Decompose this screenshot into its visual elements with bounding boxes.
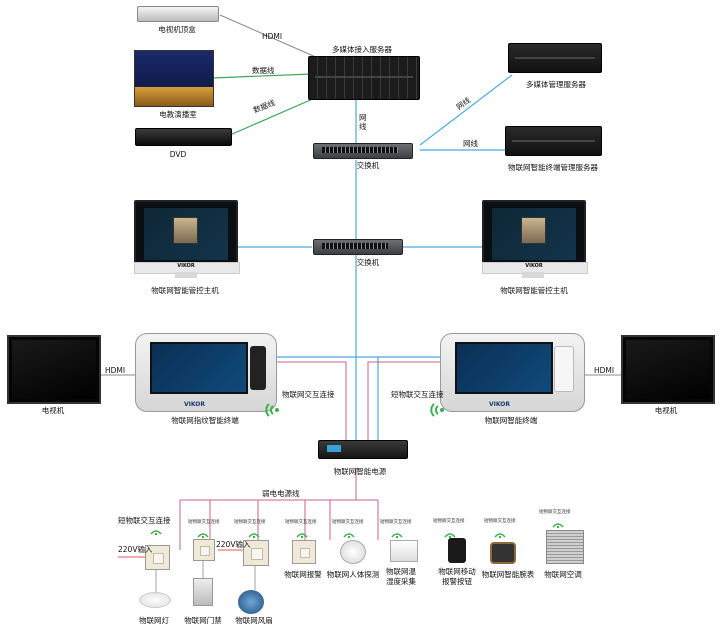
label-terminal-right: 物联网智能终端 [484, 416, 538, 425]
label-temp1: 物联网温 [386, 567, 416, 576]
vikor-right-host: VIKOR [525, 263, 543, 269]
label-host-right: 物联网智能管控主机 [500, 286, 568, 295]
wifi-icon [552, 523, 564, 529]
dvd-player [135, 128, 232, 146]
wifi-icon [444, 533, 456, 539]
door-lock-device [193, 578, 213, 606]
wifi-icon [248, 533, 260, 539]
vikor-right-terminal: VIKOR [489, 401, 510, 408]
tiny-link-8: 短物联交互连接 [539, 510, 571, 515]
iot-control-host-right [482, 200, 586, 268]
tv-right [621, 335, 715, 404]
label-iot-link-left: 物联网交互连接 [282, 390, 335, 399]
label-220v-a: 220V输入 [118, 545, 153, 554]
smart-switch-fan [243, 540, 269, 566]
edge-label-net-v1: 网 [359, 113, 367, 122]
monitor-stand-right [522, 272, 544, 278]
network-switch-1 [313, 143, 413, 159]
edge-net-mgmt [419, 74, 513, 146]
label-stb: 电视机顶盒 [158, 25, 196, 34]
tiny-link-7: 短物联交互连接 [484, 519, 516, 524]
tiny-link-1: 短物联交互连接 [188, 520, 220, 525]
tiny-link-2: 短物联交互连接 [234, 520, 266, 525]
label-switch2: 交换机 [356, 258, 380, 267]
label-temp2: 湿度采集 [386, 577, 416, 586]
iot-smart-power-supply [318, 440, 408, 459]
label-body: 物联网人体探测 [326, 570, 380, 579]
label-watch: 物联网智能腕表 [481, 570, 535, 579]
label-iot-mgmt: 物联网智能终端管理服务器 [508, 163, 598, 172]
monitor-stand-left [175, 272, 197, 278]
edge-label-net-v2: 线 [359, 122, 367, 131]
ceiling-lamp [139, 592, 171, 608]
edge-label-hdmi-left: HDMI [105, 366, 126, 375]
wifi-icon [296, 533, 308, 539]
label-220v-b: 220V输入 [216, 540, 251, 549]
label-weak-power: 弱电电源线 [262, 489, 300, 498]
label-studio: 电教演播室 [159, 110, 197, 119]
label-tv-left: 电视机 [41, 406, 65, 415]
tiny-link-6: 短物联交互连接 [433, 519, 465, 524]
iot-fingerprint-terminal: VIKOR [135, 333, 277, 412]
label-media-server: 多媒体接入服务器 [332, 45, 392, 54]
smart-watch [490, 542, 516, 564]
wifi-icon [150, 530, 162, 536]
tv-set-top-box [137, 6, 219, 22]
edge-data-dvd [229, 97, 316, 136]
edge-pwr-term-right [367, 361, 440, 440]
label-mobile1: 物联网移动 [438, 567, 476, 576]
iot-terminal-management-server [505, 126, 602, 156]
label-mobile2: 报警按钮 [442, 577, 472, 586]
tiny-link-4: 短物联交互连接 [332, 520, 364, 525]
body-sensor-device [340, 540, 366, 564]
media-management-server [508, 43, 602, 73]
edge-label-data1: 数据线 [252, 66, 275, 75]
wifi-icon [494, 533, 506, 539]
label-host-left: 物联网智能管控主机 [151, 286, 219, 295]
edge-hdmi-stb [219, 14, 319, 59]
tiny-link-5: 短物联交互连接 [380, 520, 412, 525]
label-switch1: 交换机 [356, 161, 380, 170]
edge-label-hdmi-top: HDMI [262, 32, 283, 41]
studio-image [134, 50, 214, 107]
label-tv-right: 电视机 [654, 406, 678, 415]
edge-data-studio [211, 73, 313, 79]
label-dvd: DVD [169, 150, 187, 159]
label-iot-link-right: 短物联交互连接 [391, 390, 444, 399]
wifi-icon [197, 533, 209, 539]
wifi-icon [430, 403, 444, 417]
wifi-icon [343, 533, 355, 539]
label-terminal-left: 物联网指纹智能终端 [171, 416, 239, 425]
label-alarm: 物联网报警 [284, 570, 322, 579]
vikor-left-terminal: VIKOR [184, 401, 205, 408]
iot-control-host-left [134, 200, 238, 268]
alarm-device [292, 540, 316, 564]
temp-humidity-sensor [390, 540, 418, 562]
label-power: 物联网智能电源 [333, 467, 387, 476]
label-lamp: 物联网灯 [139, 616, 169, 625]
tiny-link-3: 短物联交互连接 [285, 520, 317, 525]
wifi-icon [265, 403, 279, 417]
label-door: 物联网门禁 [184, 616, 222, 625]
media-access-server [308, 56, 420, 100]
label-media-mgmt: 多媒体管理服务器 [526, 80, 586, 89]
network-switch-2 [313, 239, 403, 255]
label-fan: 物联网风扇 [235, 616, 273, 625]
mobile-alarm-button [448, 538, 466, 563]
fan-device [238, 590, 264, 614]
edge-label-net-iot: 网线 [463, 139, 478, 148]
wifi-icon [391, 533, 403, 539]
vikor-left-host: VIKOR [177, 263, 195, 269]
label-short-link: 短物联交互连接 [118, 516, 171, 525]
tv-left [7, 335, 101, 404]
smart-switch-lamp [145, 545, 170, 570]
label-ac: 物联网空调 [544, 570, 582, 579]
smart-switch-door [193, 539, 215, 561]
air-conditioner-unit [546, 530, 584, 564]
iot-smart-terminal: VIKOR [440, 333, 585, 412]
edge-pwr-term-left [275, 361, 347, 440]
edge-label-hdmi-right: HDMI [594, 366, 615, 375]
